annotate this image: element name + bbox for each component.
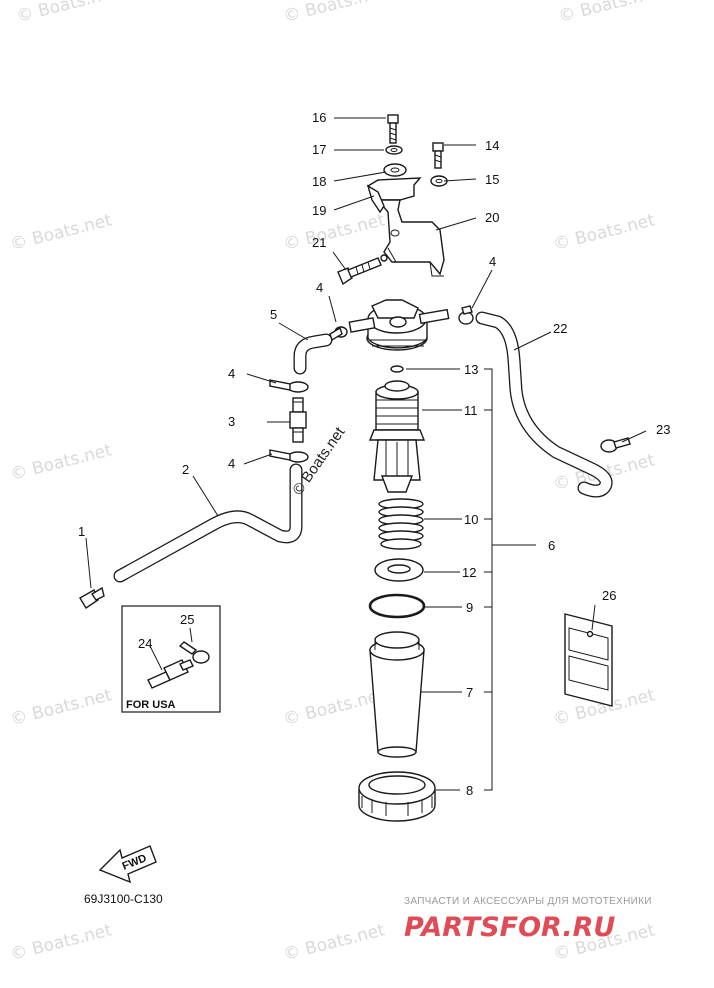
callout-1: 1 [78, 524, 85, 539]
callout-17: 17 [312, 142, 326, 157]
callout-15: 15 [485, 172, 499, 187]
part-7-filter-cup [369, 631, 425, 758]
part-24-joint [147, 659, 194, 689]
callout-numbers: 16 17 18 19 21 4 5 4 3 4 2 1 25 24 14 15… [78, 110, 670, 798]
watermark: © Boats.net [281, 685, 387, 730]
callout-25: 25 [180, 612, 194, 627]
callout-5: 5 [270, 307, 277, 322]
part-13-o-ring [390, 365, 404, 373]
part-9-o-ring [368, 593, 426, 619]
watermark: © Boats.net [281, 210, 387, 255]
callout-9: 9 [466, 600, 473, 615]
part-21-bolt [337, 254, 388, 286]
brand-name: PARTSFOR.RU [404, 912, 615, 943]
part-4-clamp [269, 379, 309, 393]
inset-label: FOR USA [126, 699, 176, 711]
callout-14: 14 [485, 138, 499, 153]
watermark: © Boats.net [8, 440, 114, 485]
callout-4: 4 [228, 366, 235, 381]
callout-16: 16 [312, 110, 326, 125]
brand-caption: ЗАПЧАСТИ И АКСЕССУАРЫ ДЛЯ МОТОТЕХНИКИ [404, 896, 652, 907]
callout-22: 22 [553, 321, 567, 336]
callout-21: 21 [312, 235, 326, 250]
part-17-washer [385, 145, 403, 155]
callout-23: 23 [656, 422, 670, 437]
callout-11: 11 [464, 403, 478, 418]
part-22-hose [475, 311, 613, 498]
callout-3: 3 [228, 414, 235, 429]
callout-7: 7 [466, 685, 473, 700]
part-20-bracket [366, 177, 445, 277]
part-10-spring [378, 498, 424, 550]
part-11-element [368, 380, 426, 493]
part-18-grommet [383, 163, 407, 177]
part-16-bolt [387, 114, 399, 144]
part-3-joint [289, 397, 307, 443]
callout-4: 4 [228, 456, 235, 471]
callout-18: 18 [312, 174, 326, 189]
part-4-clamp [329, 326, 348, 342]
inset-for-usa: FOR USA [121, 605, 221, 713]
part-14-bolt [432, 142, 444, 169]
brand-logo: ЗАПЧАСТИ И АКСЕССУАРЫ ДЛЯ МОТОТЕХНИКИ PA… [404, 896, 652, 943]
watermark: © Boats.net [8, 685, 114, 730]
watermarks: © Boats.net © Boats.net © Boats.net © Bo… [8, 0, 662, 965]
part-2-hose [113, 463, 303, 583]
part-12-washer [374, 558, 424, 582]
diagram-code: 69J3100-C130 [84, 892, 163, 906]
watermark: © Boats.net [8, 920, 114, 965]
part-8-nut [358, 771, 436, 822]
callout-12: 12 [462, 565, 476, 580]
callout-19: 19 [312, 203, 326, 218]
callout-13: 13 [464, 362, 478, 377]
part-26-label [564, 613, 613, 707]
callout-10: 10 [464, 512, 478, 527]
watermark: © Boats.net [14, 0, 120, 27]
watermark: © Boats.net [551, 210, 657, 255]
part-4-clamp [458, 305, 474, 325]
callout-6: 6 [548, 538, 555, 553]
watermark: © Boats.net [281, 920, 387, 965]
callout-4: 4 [316, 280, 323, 295]
part-25-clamp [178, 641, 210, 664]
callout-24: 24 [138, 636, 152, 651]
callout-8: 8 [466, 783, 473, 798]
part-1-plug [79, 586, 105, 609]
leader-lines [85, 117, 647, 791]
part-5-hose [293, 333, 333, 375]
watermark: © Boats.net [556, 0, 662, 27]
callout-4: 4 [489, 254, 496, 269]
part-filter-head [348, 299, 450, 351]
part-4-clamp [269, 449, 309, 463]
callout-26: 26 [602, 588, 616, 603]
callout-20: 20 [485, 210, 499, 225]
watermark: © Boats.net [281, 0, 387, 27]
fwd-arrow: FWD [98, 845, 157, 884]
callout-2: 2 [182, 462, 189, 477]
watermark: © Boats.net [8, 210, 114, 255]
